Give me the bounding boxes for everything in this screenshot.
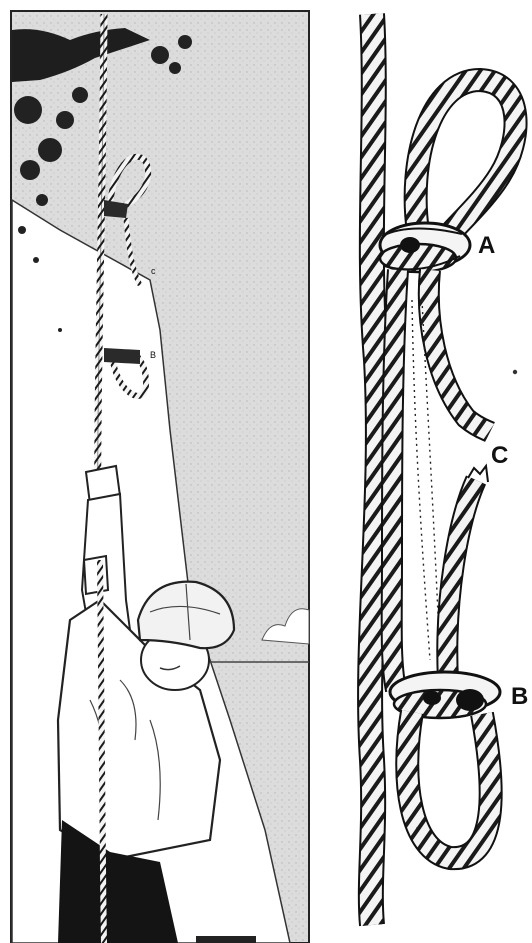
label-b-small: B — [150, 350, 156, 360]
left-panel — [11, 11, 309, 943]
lower-hand — [84, 556, 108, 594]
label-c-small: c — [151, 266, 156, 276]
knot-a — [380, 223, 470, 272]
label-a: A — [478, 232, 495, 260]
label-b: B — [511, 683, 528, 711]
lower-knot — [104, 348, 140, 364]
label-c: C — [491, 442, 508, 470]
